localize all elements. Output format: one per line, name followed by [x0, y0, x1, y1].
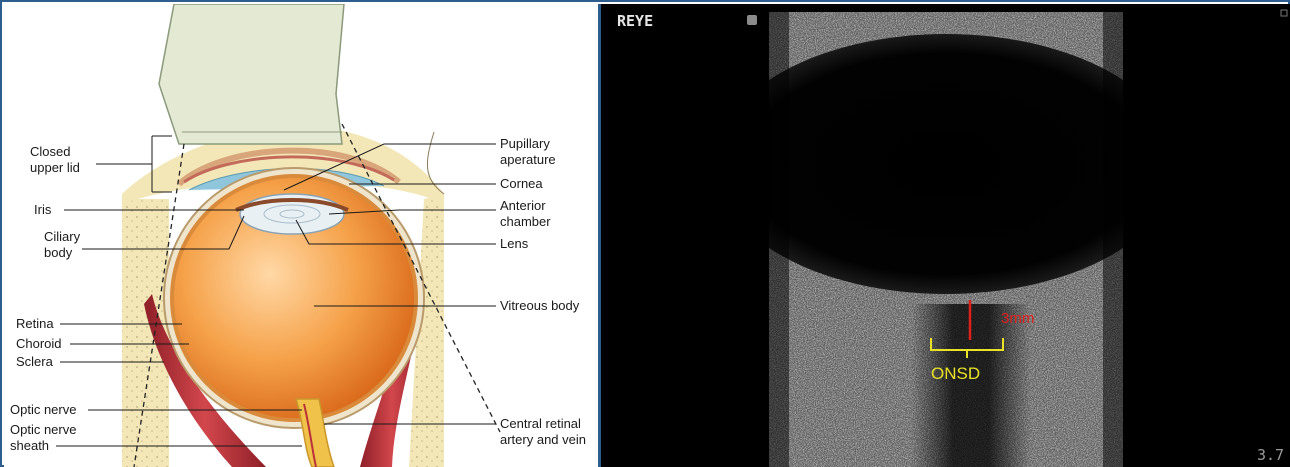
label-lens: Lens	[500, 236, 529, 251]
label-anterior-chamber-1: Anterior	[500, 198, 546, 213]
label-anterior-chamber-2: chamber	[500, 214, 551, 229]
eye-side-label: REYE	[617, 12, 653, 30]
label-cornea: Cornea	[500, 176, 543, 191]
label-iris: Iris	[34, 202, 52, 217]
measurement-label: 3mm	[1001, 310, 1034, 327]
label-choroid: Choroid	[16, 336, 62, 351]
label-ciliary-body-1: Ciliary	[44, 229, 81, 244]
label-closed-upper-lid-1: Closed	[30, 144, 70, 159]
scan-field	[714, 12, 1178, 467]
ultrasound-svg: REYE 3mm ONSD 3.7	[601, 4, 1290, 467]
label-pupillary-aperature-1: Pupillary	[500, 136, 550, 151]
eye-anatomy-diagram: Closed upper lid Iris Ciliary body Retin…	[4, 4, 598, 467]
label-central-retinal-2: artery and vein	[500, 432, 586, 447]
depth-value: 3.7	[1257, 446, 1284, 464]
label-ciliary-body-2: body	[44, 245, 73, 260]
onsd-label: ONSD	[931, 364, 980, 383]
orientation-marker	[747, 15, 757, 25]
label-retina: Retina	[16, 316, 54, 331]
label-optic-nerve-sheath-2: sheath	[10, 438, 49, 453]
label-central-retinal-1: Central retinal	[500, 416, 581, 431]
label-optic-nerve-sheath-1: Optic nerve	[10, 422, 76, 437]
label-optic-nerve: Optic nerve	[10, 402, 76, 417]
ultrasound-probe	[159, 4, 344, 144]
ultrasound-image: REYE 3mm ONSD 3.7	[601, 4, 1290, 467]
label-sclera: Sclera	[16, 354, 54, 369]
label-pupillary-aperature-2: aperature	[500, 152, 556, 167]
eye-anatomy-svg: Closed upper lid Iris Ciliary body Retin…	[4, 4, 598, 467]
label-vitreous-body: Vitreous body	[500, 298, 580, 313]
label-closed-upper-lid-2: upper lid	[30, 160, 80, 175]
